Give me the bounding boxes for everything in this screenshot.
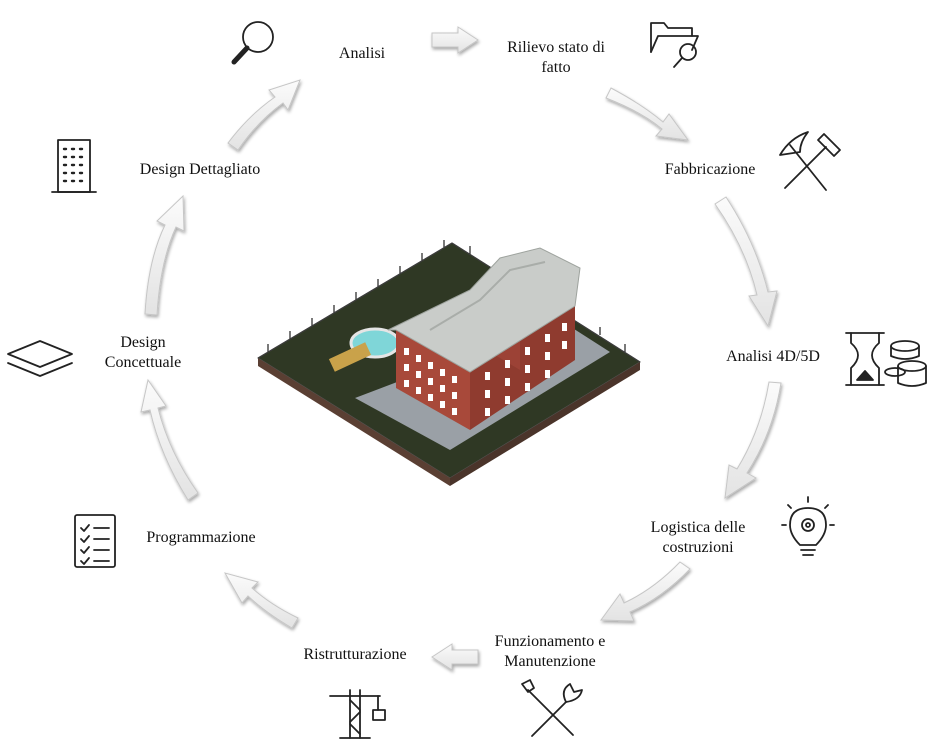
magnifier-icon (231, 21, 274, 65)
hammer-pick-icon (779, 131, 841, 191)
plot-edge (258, 358, 450, 486)
roof (387, 247, 581, 373)
arrow-ristrutturazione-to-programmazione (223, 572, 299, 629)
stage-label-fabbricazione: Fabbricazione (650, 160, 770, 180)
building-icon (51, 139, 97, 193)
stage-label-funzionamento: Funzionamento e Manutenzione (480, 632, 620, 672)
stage-label-line: Manutenzione (504, 653, 596, 670)
windows (404, 323, 567, 416)
arrow-programmazione-to-concettuale (140, 378, 199, 501)
stage-label-ristrutturazione: Ristrutturazione (290, 645, 420, 665)
stage-label-line: Ristrutturazione (303, 646, 407, 663)
stage-label-logistica: Logistica delle costruzioni (628, 518, 768, 558)
stage-label-line: Analisi 4D/5D (726, 348, 820, 365)
arrow-4d5d-to-logistica (724, 381, 782, 499)
folder-search-icon (650, 22, 699, 68)
stage-label-line: Logistica delle (650, 519, 746, 536)
stage-label-rilievo: Rilievo stato di fatto (486, 38, 626, 78)
arrow-fabbricazione-to-4d5d (714, 196, 778, 328)
arrow-concettuale-to-dettagliato (144, 194, 185, 316)
stage-label-line: Concettuale (104, 354, 182, 371)
stage-label-line: Programmazione (146, 529, 256, 546)
plot-edge-right (450, 362, 640, 486)
wrench-screwdriver-icon (521, 679, 583, 737)
hourglass-coins-icon (845, 332, 927, 387)
stage-label-line: Analisi (338, 45, 386, 62)
stage-label-programmazione: Programmazione (132, 528, 270, 548)
crane-icon (329, 689, 386, 739)
arrow-dettagliato-to-analisi (227, 79, 301, 151)
stage-label-line: Fabbricazione (664, 161, 756, 178)
layers-icon (7, 340, 73, 377)
stage-label-line: costruzioni (662, 539, 734, 556)
arrow-analisi-to-rilievo (431, 26, 479, 54)
pool-deck (328, 342, 372, 372)
arrow-rilievo-to-fabbricazione (605, 87, 690, 141)
stage-label-design-concettuale: Design Concettuale (88, 333, 198, 373)
building-model-illustration (257, 240, 641, 486)
stage-label-analisi: Analisi (322, 44, 402, 64)
stage-label-analisi-4d5d: Analisi 4D/5D (708, 347, 838, 367)
stage-label-line: Rilievo stato di (507, 39, 605, 56)
arrow-funzionamento-to-ristrutturazione (431, 643, 479, 671)
stage-label-design-dettagliato: Design Dettagliato (120, 160, 280, 180)
roof-ridge (429, 261, 546, 331)
arrow-logistica-to-funzionamento (600, 561, 691, 622)
checklist-icon (74, 514, 116, 568)
cycle-arrows (140, 26, 782, 671)
stage-label-line: fatto (541, 59, 571, 76)
lightbulb-gear-icon (781, 496, 835, 556)
stage-label-line: Design Dettagliato (139, 161, 261, 178)
stage-label-line: Funzionamento e (494, 633, 606, 650)
stage-label-line: Design (120, 334, 166, 351)
